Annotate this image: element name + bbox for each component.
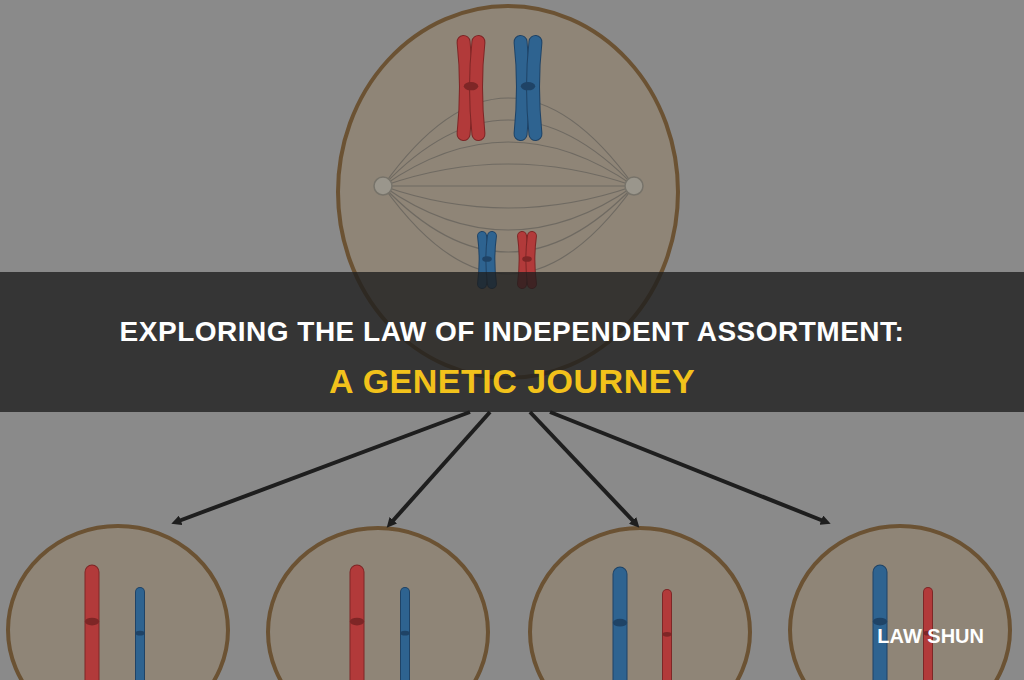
banner-subtitle: A GENETIC JOURNEY xyxy=(12,362,1012,401)
chromosome xyxy=(136,592,145,680)
centromere xyxy=(85,618,99,626)
centrosome xyxy=(625,177,643,195)
division-arrows xyxy=(176,412,826,524)
centromere xyxy=(522,256,532,262)
chromatid-edge xyxy=(350,572,365,680)
centromere xyxy=(401,631,410,636)
chromatid-edge xyxy=(400,592,410,680)
chromatid xyxy=(351,572,364,680)
centromere xyxy=(482,256,492,262)
chromatid xyxy=(401,592,409,680)
chromatid-edge xyxy=(662,594,672,680)
spindle-fiber xyxy=(383,164,634,186)
daughter-chromosomes xyxy=(85,572,933,680)
spindle-fiber xyxy=(383,185,634,186)
chromosome xyxy=(663,594,672,680)
chromatid xyxy=(86,572,99,680)
centrosome xyxy=(374,177,392,195)
chromatid xyxy=(663,594,671,680)
centromere xyxy=(464,82,478,90)
chromatid-edge xyxy=(135,592,145,680)
spindle-fiber xyxy=(383,186,634,230)
chromosome xyxy=(521,42,536,134)
centromere xyxy=(873,618,887,626)
spindle-fiber xyxy=(383,186,634,252)
chromatid xyxy=(136,592,144,680)
spindle-fiber xyxy=(383,186,634,274)
spindle-fiber xyxy=(383,120,634,186)
chromatid xyxy=(614,574,627,680)
centromere xyxy=(663,632,672,637)
chromosome xyxy=(85,572,99,680)
spindle-fiber xyxy=(383,98,634,186)
chromosome xyxy=(350,572,364,680)
centromere xyxy=(136,631,145,636)
centromere xyxy=(350,618,364,626)
daughter-cell xyxy=(268,528,488,680)
daughter-cell xyxy=(530,528,750,680)
chromosomes xyxy=(464,42,536,284)
chromosome xyxy=(613,574,627,680)
centromere xyxy=(613,619,627,627)
chromosome xyxy=(401,592,410,680)
daughter-cell xyxy=(8,526,228,680)
banner-title: EXPLORING THE LAW OF INDEPENDENT ASSORTM… xyxy=(12,316,1012,348)
spindle-fiber xyxy=(383,142,634,186)
watermark: LAW SHUN xyxy=(877,625,984,648)
daughter-cell xyxy=(790,526,1010,680)
centromere xyxy=(521,82,535,90)
chromatid-edge xyxy=(85,572,100,680)
spindle-fiber xyxy=(383,186,634,208)
chromosome xyxy=(464,42,479,134)
chromatid-edge xyxy=(613,574,628,680)
spindle-fibers xyxy=(383,98,634,274)
